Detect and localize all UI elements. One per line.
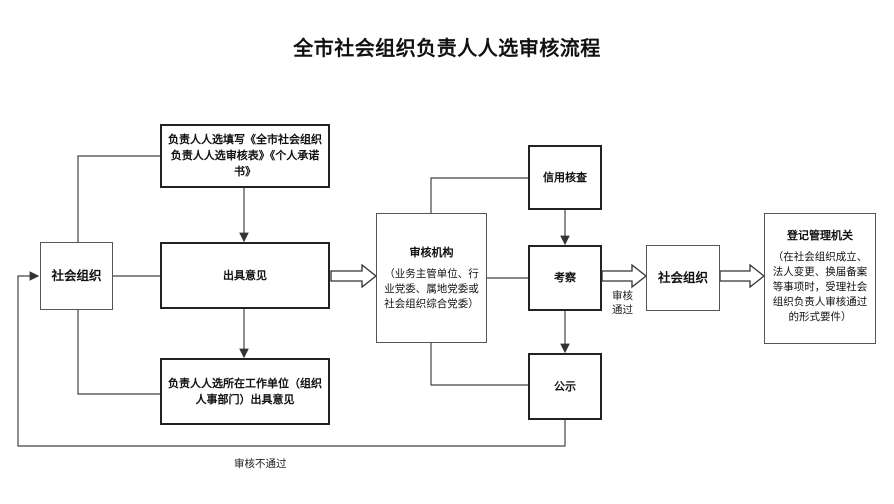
registry-title: 登记管理机关 (787, 229, 853, 242)
review-org-title: 审核机构 (409, 245, 454, 259)
fill-form-box: 负责人人选填写《全市社会组织负责人人选审核表》《个人承诺书》 (160, 124, 330, 188)
work-unit-label: 负责人人选所在工作单位（组织人事部门）出具意见 (168, 376, 322, 406)
publicize-box: 公示 (528, 353, 602, 420)
org-right-label: 社会组织 (657, 270, 708, 285)
page-title: 全市社会组织负责人人选审核流程 (293, 36, 601, 60)
review-org-box: 审核机构 （业务主管单位、行业党委、属地党委或社会组织综合党委） (376, 213, 487, 343)
issue-opinion-box: 出具意见 (160, 242, 330, 309)
inspect-box: 考察 (528, 245, 602, 311)
fail-label: 审核不通过 (234, 458, 287, 470)
fill-form-label: 负责人人选填写《全市社会组织负责人人选审核表》《个人承诺书》 (168, 133, 322, 178)
review-org-desc: （业务主管单位、行业党委、属地党委或社会组织综合党委） (384, 267, 479, 310)
inspect-label: 考察 (554, 271, 576, 284)
credit-check-box: 信用核查 (528, 145, 602, 210)
pass-label: 审核通过 (612, 290, 633, 316)
registry-box: 登记管理机关 （在社会组织成立、法人变更、换届备案等事项时，受理社会组织负责人审… (764, 213, 876, 344)
org-left-box: 社会组织 (40, 242, 113, 310)
org-left-label: 社会组织 (51, 268, 102, 283)
publicize-label: 公示 (554, 379, 576, 393)
issue-opinion-label: 出具意见 (223, 268, 267, 282)
credit-check-label: 信用核查 (543, 170, 587, 184)
registry-desc: （在社会组织成立、法人变更、换届备案等事项时，受理社会组织负责人审核通过的形式要… (772, 251, 868, 323)
work-unit-box: 负责人人选所在工作单位（组织人事部门）出具意见 (160, 358, 330, 425)
org-right-box: 社会组织 (646, 245, 720, 311)
